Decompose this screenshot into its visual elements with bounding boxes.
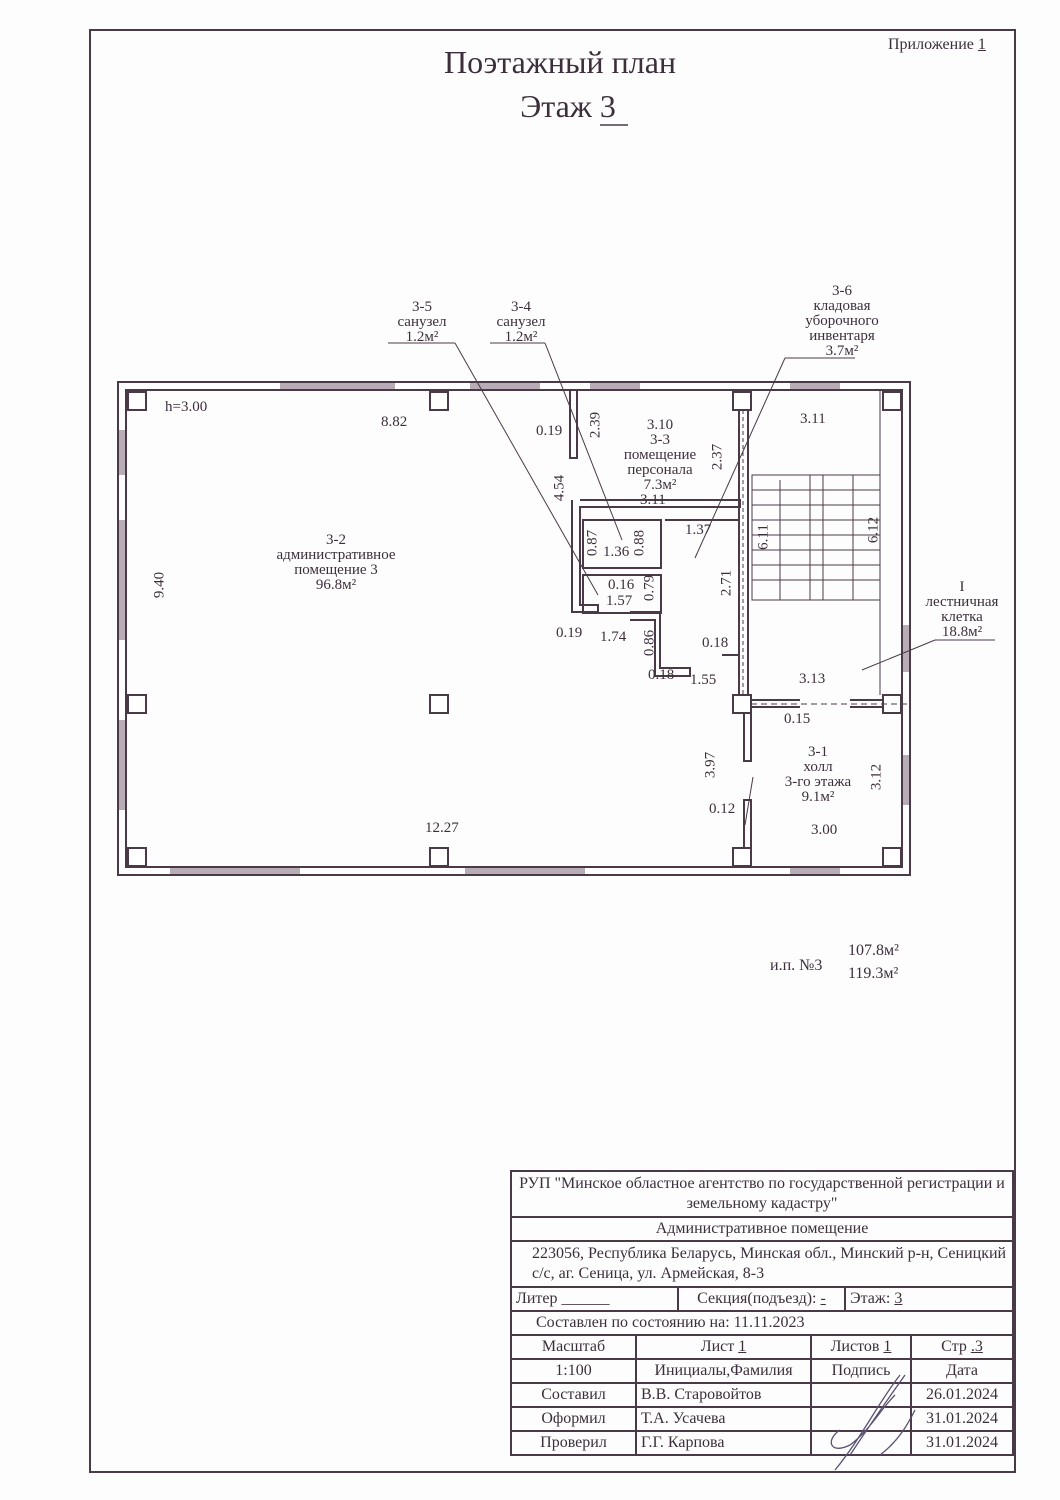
outer-walls — [117, 381, 911, 876]
state-date: Составлен по состоянию на: 11.11.2023 — [536, 1314, 805, 1331]
title-block: РУП "Минское областное агентство по госу… — [510, 1170, 1014, 1456]
page-title: Поэтажный план — [443, 44, 677, 80]
scale-label: Масштаб — [512, 1336, 637, 1358]
sheet-frame — [89, 29, 1016, 1473]
appendix-label: Приложение 1 — [888, 36, 986, 53]
org-name: РУП "Минское областное агентство по госу… — [519, 1175, 1005, 1212]
scale-value: 1:100 — [512, 1360, 637, 1382]
signer-name: Г.Г. Карпова — [637, 1432, 812, 1454]
col-date: Дата — [946, 1362, 978, 1379]
dim: 3.00 — [811, 822, 838, 838]
dim: 0.88 — [631, 529, 648, 557]
dim: 0.12 — [709, 801, 736, 817]
dim: 8.82 — [381, 414, 408, 430]
signer-date: 31.01.2024 — [926, 1434, 998, 1451]
dim: 1.74 — [600, 629, 627, 645]
signer-role: Составил — [512, 1384, 637, 1406]
signer-row: Оформил Т.А. Усачева 31.01.2024 — [512, 1408, 1012, 1432]
ceiling-height: h=3.00 — [165, 399, 208, 415]
dim: 0.19 — [556, 625, 583, 641]
dim: 2.71 — [718, 569, 735, 597]
dim: 0.79 — [641, 574, 658, 602]
dim: 6.12 — [865, 516, 882, 544]
floor: Этаж: 3 — [850, 1290, 903, 1307]
signer-role: Проверил — [512, 1432, 637, 1454]
liter: Литер ______ — [512, 1288, 679, 1310]
signer-role: Оформил — [512, 1408, 637, 1430]
object-name: Административное помещение — [655, 1220, 869, 1237]
dim: 3.11 — [800, 411, 826, 427]
section: Секция(подъезд): - — [679, 1288, 846, 1310]
signer-row: Проверил Г.Г. Карпова 31.01.2024 — [512, 1432, 1012, 1454]
unit-area-1: 107.8м² — [848, 942, 899, 959]
dim: 3.97 — [702, 751, 719, 779]
staircase — [751, 390, 881, 695]
unit-label: и.п. №3 — [770, 957, 823, 974]
dim: 4.54 — [551, 474, 568, 502]
columns — [127, 391, 902, 867]
dim: 1.55 — [690, 672, 717, 688]
dim: 3.12 — [868, 763, 885, 791]
floor-title: Этаж 3 — [520, 88, 616, 124]
dim: 12.27 — [425, 820, 459, 836]
dim: 6.11 — [755, 524, 772, 550]
signer-name: В.В. Старовойтов — [637, 1384, 812, 1406]
dim: 1.37 — [685, 522, 712, 538]
col-sign: Подпись — [812, 1360, 912, 1382]
dim: 1.57 — [606, 593, 633, 609]
dim: 0.86 — [641, 629, 658, 657]
unit-area-2: 119.3м² — [848, 965, 899, 982]
signer-name: Т.А. Усачева — [637, 1408, 812, 1430]
col-name: Инициалы,Фамилия — [637, 1360, 812, 1382]
page: Стр .3 — [941, 1338, 983, 1355]
dim: 3.13 — [799, 671, 826, 687]
sheets: Листов 1 — [812, 1336, 912, 1358]
signer-date: 31.01.2024 — [926, 1410, 998, 1427]
windows — [119, 383, 909, 874]
dim: 0.15 — [784, 711, 811, 727]
dim: 0.87 — [584, 529, 601, 557]
dim: 9.40 — [151, 571, 168, 599]
signer-row: Составил В.В. Старовойтов 26.01.2024 — [512, 1384, 1012, 1408]
sheet: Лист 1 — [637, 1336, 812, 1358]
dim: 0.19 — [536, 423, 563, 439]
dim: 0.18 — [648, 667, 675, 683]
dim: 0.16 — [608, 577, 635, 593]
interior-walls — [569, 389, 910, 849]
address: 223056, Республика Беларусь, Минская обл… — [532, 1245, 1007, 1282]
dim: 2.39 — [587, 411, 604, 439]
dim: 3.11 — [640, 492, 666, 508]
dim: 0.18 — [702, 635, 729, 651]
dim: 1.36 — [603, 544, 630, 560]
signer-date: 26.01.2024 — [926, 1386, 998, 1403]
dim: 2.37 — [709, 443, 726, 471]
leader-lines — [388, 342, 995, 826]
